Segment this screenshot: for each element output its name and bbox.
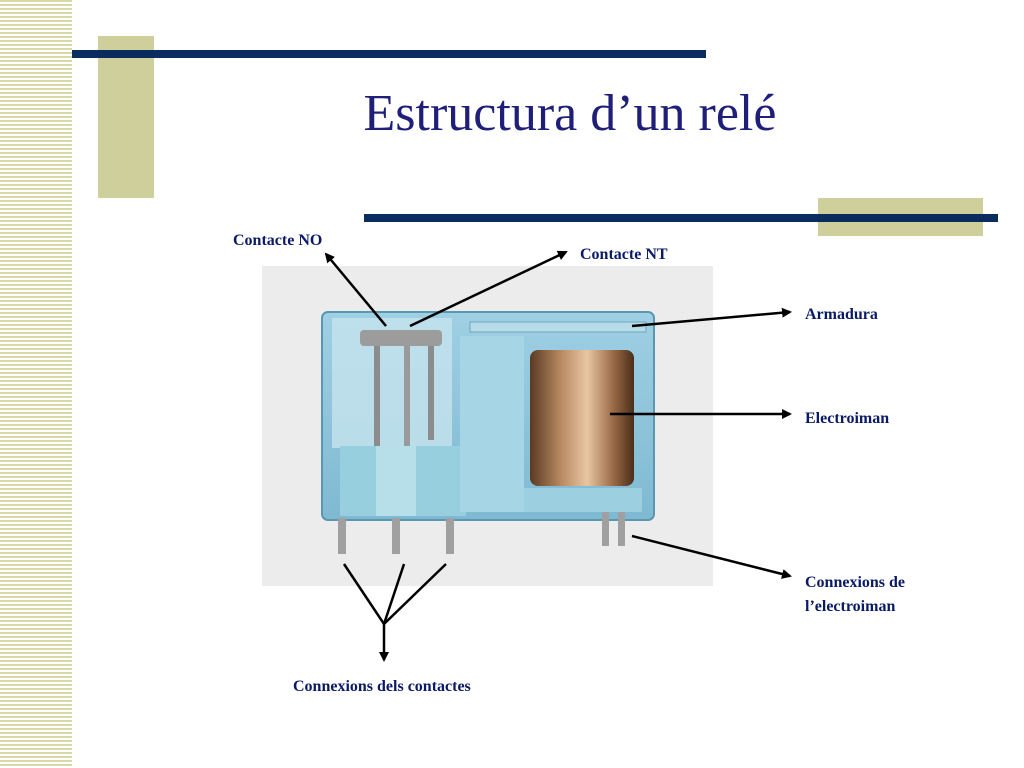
label-contacte-nt: Contacte NT	[580, 246, 668, 263]
arrow-contacte-nt	[409, 250, 568, 328]
arrow-contacte-no	[324, 252, 387, 327]
label-connexions-contactes: Connexions dels contactes	[293, 678, 471, 695]
label-armadura: Armadura	[805, 306, 878, 323]
label-connexions-electroiman-line1: Connexions de	[805, 574, 906, 591]
top-left-deco-block	[98, 36, 154, 198]
left-stripe-band	[0, 0, 72, 768]
label-electroiman: Electroiman	[805, 410, 890, 427]
arrow-connexions-contactes	[342, 563, 447, 662]
armature	[469, 321, 647, 333]
relay-pins	[338, 512, 625, 554]
top-rule	[72, 50, 706, 58]
slide-title: Estructura d’un relé	[363, 85, 777, 142]
electromagnet-coil	[530, 350, 634, 486]
label-contacte-no: Contacte NO	[233, 232, 323, 249]
relay-body	[321, 311, 655, 521]
middle-rule	[364, 214, 998, 222]
label-connexions-electroiman-line2: l’electroiman	[805, 598, 896, 615]
arrow-armadura	[631, 307, 792, 328]
arrow-connexions-electroiman	[631, 534, 792, 579]
